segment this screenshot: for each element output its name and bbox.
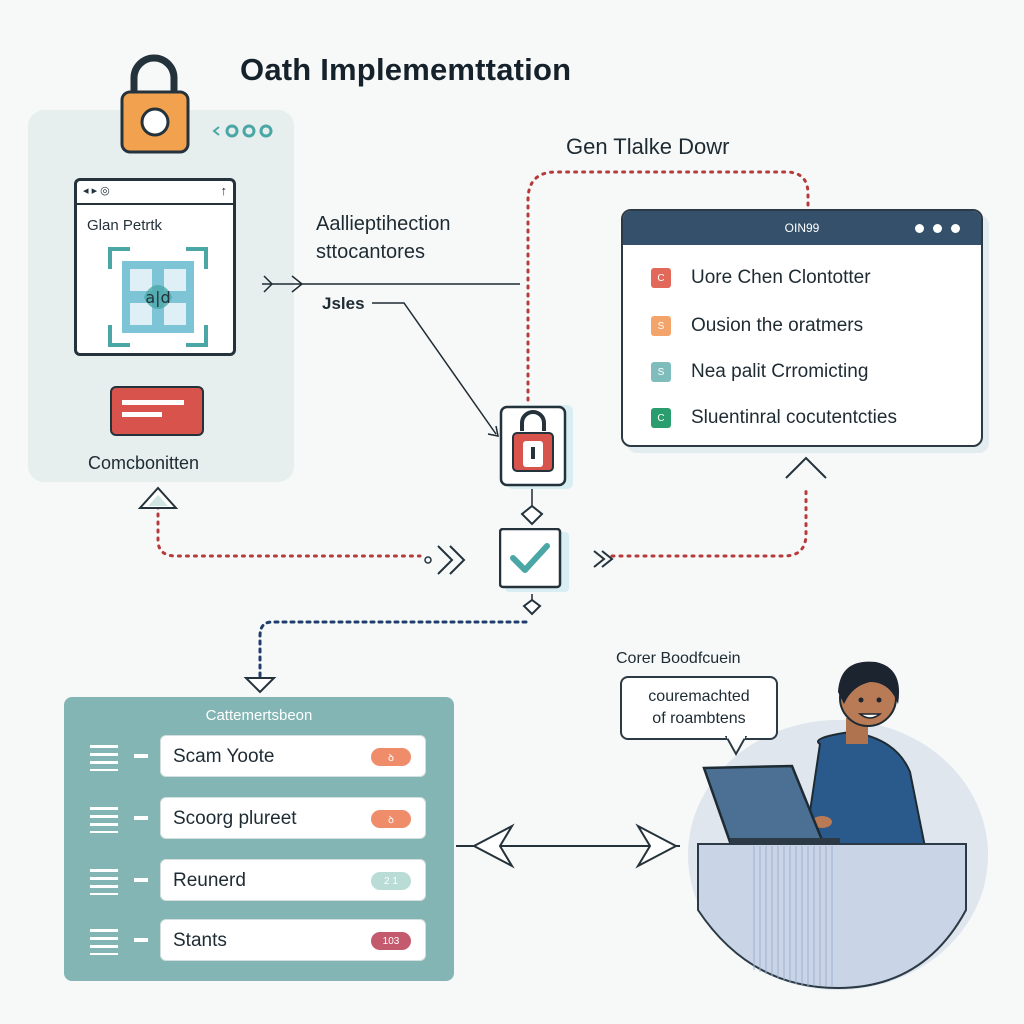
- browser-toolbar: ◂ ▸ ◎ ↑: [77, 181, 233, 205]
- list-item-badge: 2 1: [371, 872, 411, 890]
- double-arrow-icon: [456, 823, 680, 869]
- consent-item-label: Ousion the oratmers: [691, 315, 864, 336]
- person-illustration: [702, 661, 928, 852]
- window-dot-icon[interactable]: [933, 224, 942, 233]
- login-button[interactable]: [110, 386, 204, 436]
- return-dotted-path-left: [156, 504, 422, 558]
- window-dot-icon[interactable]: [951, 224, 960, 233]
- auth-panel-caption: Comcbonitten: [88, 453, 200, 473]
- lock-node-icon[interactable]: [499, 403, 577, 493]
- consent-item-chip: S: [651, 316, 671, 336]
- list-item-label: Scoorg plureet: [173, 808, 297, 829]
- jsles-label: Jsles: [322, 294, 365, 313]
- list-item[interactable]: Scoorg plureet ꝺ: [64, 797, 454, 841]
- consent-window-title: OIN99: [784, 221, 820, 235]
- padlock-icon: [120, 54, 190, 154]
- navy-dotted-path: [258, 620, 528, 678]
- list-item-label: Stants: [173, 930, 227, 951]
- menu-lines-icon: [90, 869, 118, 895]
- speech-bubble-line1: couremachted: [648, 688, 750, 705]
- scope-list-panel: Cattemertsbeon Scam Yoote ꝺ Scoorg plure…: [64, 697, 454, 981]
- list-item-badge: ꝺ: [371, 810, 411, 828]
- consent-item[interactable]: S Ousion the oratmers: [651, 313, 863, 339]
- speech-bubble-tail: [724, 736, 748, 756]
- speech-bubble-caption: Corer Boodfcuein: [616, 650, 741, 667]
- authentication-label-line2: sttocantores: [316, 241, 425, 263]
- list-item-badge: 103: [371, 932, 411, 950]
- list-card[interactable]: Stants 103: [160, 919, 426, 961]
- list-item[interactable]: Stants 103: [64, 919, 454, 963]
- qr-code-icon: a|d: [108, 247, 208, 347]
- next-arrow-icon: [593, 550, 614, 568]
- list-dash: [134, 878, 148, 882]
- menu-lines-icon: [90, 745, 118, 771]
- list-dash: [134, 816, 148, 820]
- list-item-label: Reunerd: [173, 870, 246, 891]
- speech-bubble-line2: of roambtens: [652, 710, 746, 727]
- return-dotted-path-right: [610, 484, 808, 558]
- check-node-icon[interactable]: [499, 528, 571, 594]
- consent-item-label: Sluentinral cocutentcties: [691, 407, 897, 428]
- list-item-badge: ꝺ: [371, 748, 411, 766]
- browser-page-title: Glan Petrtk: [87, 217, 163, 234]
- window-dot-icon[interactable]: [915, 224, 924, 233]
- consent-item-label: Uore Chen Clontotter: [691, 267, 871, 288]
- qr-caption: a|d: [145, 288, 170, 307]
- list-card[interactable]: Scam Yoote ꝺ: [160, 735, 426, 777]
- list-dash: [134, 754, 148, 758]
- list-card[interactable]: Reunerd 2 1: [160, 859, 426, 901]
- consent-item-chip: C: [651, 408, 671, 428]
- consent-item-label: Nea palit Crromicting: [691, 361, 869, 382]
- token-flow-label: Gen Tlalke Dowr: [566, 134, 730, 159]
- list-item-label: Scam Yoote: [173, 746, 275, 767]
- consent-item[interactable]: C Uore Chen Clontotter: [651, 265, 871, 291]
- browser-up-icon[interactable]: ↑: [220, 183, 228, 198]
- left-up-arrow-icon: [137, 486, 179, 509]
- authentication-label: Aallieptihection sttocantores: [316, 210, 451, 266]
- list-item[interactable]: Scam Yoote ꝺ: [64, 735, 454, 779]
- page-title: Oath Implememttation: [240, 52, 572, 87]
- jsles-arrow: [372, 302, 499, 437]
- speech-bubble: couremachted of roambtens: [620, 676, 778, 740]
- consent-item[interactable]: S Nea palit Crromicting: [651, 359, 868, 385]
- scope-list-title: Cattemertsbeon: [205, 707, 313, 724]
- login-button-lines-icon: [122, 400, 184, 417]
- consent-window-titlebar: OIN99: [623, 211, 981, 245]
- desk-icon: [697, 843, 967, 990]
- list-dash: [134, 938, 148, 942]
- consent-item-chip: S: [651, 362, 671, 382]
- browser-nav-icons[interactable]: ◂ ▸ ◎: [83, 185, 110, 197]
- auth-request-arrow: [262, 275, 520, 293]
- login-browser-window: ◂ ▸ ◎ ↑ Glan Petrtk a|d: [74, 178, 236, 356]
- consent-window: OIN99 C Uore Chen Clontotter S Ousion th…: [621, 209, 983, 447]
- list-item[interactable]: Reunerd 2 1: [64, 859, 454, 903]
- menu-lines-icon: [90, 929, 118, 955]
- down-arrow-icon: [243, 677, 277, 694]
- right-up-arrow-icon: [785, 456, 827, 479]
- list-card[interactable]: Scoorg plureet ꝺ: [160, 797, 426, 839]
- consent-item-chip: C: [651, 268, 671, 288]
- consent-item[interactable]: C Sluentinral cocutentcties: [651, 405, 897, 431]
- progress-dots-icon: [212, 124, 273, 138]
- menu-lines-icon: [90, 807, 118, 833]
- chevron-right-icon: [424, 545, 466, 575]
- authentication-label-line1: Aallieptihection: [316, 213, 451, 235]
